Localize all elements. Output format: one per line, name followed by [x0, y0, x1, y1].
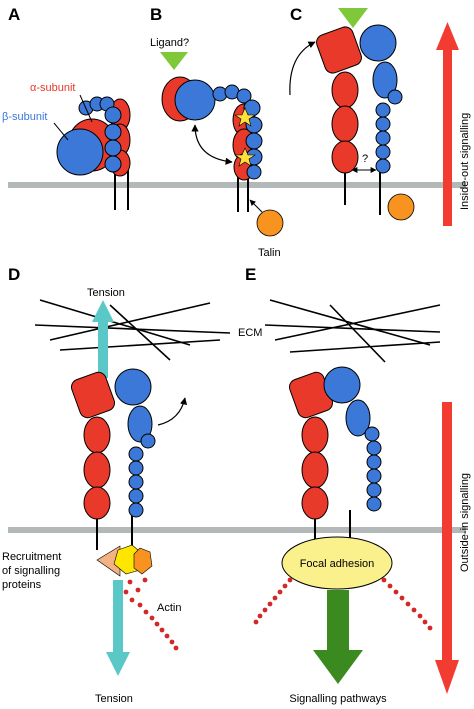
panel-c-integrin: [316, 24, 403, 215]
ecm-fibers-e: [264, 299, 441, 363]
membrane-bottom: [8, 527, 466, 533]
beta-pointer: [53, 122, 69, 141]
question-mark: ?: [362, 153, 368, 165]
recruitment-label-line1: Recruitment: [2, 551, 61, 563]
signalling-adaptors: [96, 544, 153, 577]
focal-adhesion-label: Focal adhesion: [300, 558, 375, 570]
ligand-triangle-icon: [160, 52, 188, 70]
panel-label-d: D: [8, 265, 20, 284]
panel-a-integrin: [56, 96, 131, 210]
swing-out-arrow: [157, 397, 188, 426]
outside-in-arrow: [435, 402, 459, 694]
panel-e-integrin: [288, 366, 382, 555]
outside-in-label: Outside-in signalling: [459, 473, 471, 572]
talin-b: [256, 209, 284, 237]
ligand-triangle-icon: [338, 8, 368, 28]
actin-filament-e-left: [253, 577, 293, 625]
alpha-subunit-label: α-subunit: [30, 82, 76, 94]
focal-adhesion-blob: [281, 536, 393, 590]
tension-bottom-label: Tension: [95, 693, 133, 705]
actin-label: Actin: [157, 602, 181, 614]
inside-out-label: Inside-out signalling: [459, 113, 471, 210]
talin-c: [387, 193, 415, 221]
panel-d-integrin: [70, 368, 156, 555]
panel-label-a: A: [8, 5, 20, 24]
star-icon: [234, 107, 256, 127]
ecm-label: ECM: [238, 327, 262, 339]
talin-label: Talin: [258, 247, 281, 259]
recruitment-label-line3: proteins: [2, 579, 42, 591]
tension-arrow-up: [92, 300, 114, 378]
ligand-label: Ligand?: [150, 37, 189, 49]
tension-arrow-down: [106, 580, 130, 676]
tension-top-label: Tension: [87, 287, 125, 299]
beta-subunit-label: β-subunit: [2, 111, 47, 123]
panel-label-e: E: [245, 265, 256, 284]
panel-label-b: B: [150, 5, 162, 24]
extension-arrow: [289, 41, 316, 96]
ecm-fibers-d: [34, 299, 231, 361]
panel-b-integrin: [161, 76, 263, 212]
alpha-pointer: [79, 94, 93, 123]
actin-filament-d: [117, 577, 179, 651]
signalling-pathways-label: Signalling pathways: [289, 693, 387, 705]
recruitment-label-line2: of signalling: [2, 565, 60, 577]
talin-arrow: [249, 199, 263, 213]
conformational-change-arrow: [191, 124, 233, 165]
inside-out-arrow: [436, 22, 459, 226]
panel-label-c: C: [290, 5, 302, 24]
actin-filament-e-right: [381, 577, 433, 631]
signalling-arrow: [313, 590, 363, 684]
star-icon: [234, 147, 256, 167]
